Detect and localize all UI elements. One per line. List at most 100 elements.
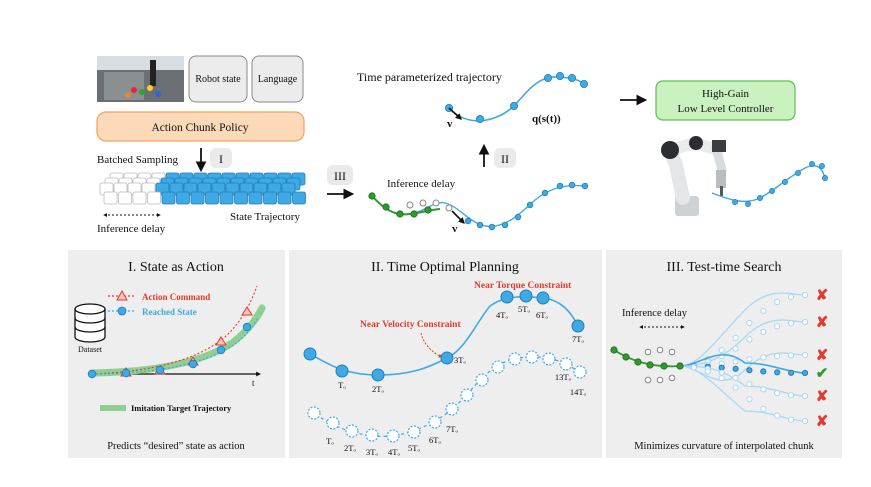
uniform-time-label: 7Tₒ (446, 424, 458, 434)
executed-point (646, 361, 654, 369)
candidate-point (718, 375, 725, 382)
uniform-time-label: 6Tₒ (429, 435, 441, 445)
candidate-point (760, 405, 767, 412)
trajectory-point (526, 201, 534, 209)
panel-test-time-search: III. Test-time Search Inference delay ✘✘… (606, 250, 842, 458)
candidate-point (746, 356, 753, 363)
legend-reached-dot (117, 306, 127, 316)
trajectory-point (745, 201, 751, 207)
uniform-point (573, 365, 587, 379)
state-block (176, 191, 190, 205)
state-trajectory-label: State Trajectory (230, 211, 300, 223)
trajectory-point (501, 221, 509, 229)
candidate-point (718, 369, 725, 376)
uniform-time-label: 4Tₒ (388, 447, 400, 457)
panel3-inference-delay: Inference delay (622, 308, 688, 319)
candidate-point (801, 318, 809, 326)
trajectory-point (475, 115, 484, 124)
step-one-badge: I (210, 148, 232, 168)
optimal-points (303, 289, 585, 382)
optimal-point (303, 347, 317, 361)
uniform-point (491, 360, 505, 374)
svg-text:II: II (501, 152, 509, 166)
panel1-title: I. State as Action (128, 260, 224, 275)
legend-command-label: Action Command (142, 292, 210, 302)
stale-point (432, 199, 440, 207)
dataset-label: Dataset (78, 345, 103, 354)
executed-point (676, 362, 684, 370)
state-block (263, 191, 277, 205)
candidate-point (732, 345, 739, 352)
batched-sampling-label: Batched Sampling (97, 154, 178, 166)
state-block (248, 191, 263, 205)
stale-point (656, 346, 664, 354)
panel1-marks (87, 306, 253, 379)
optimal-time-label: 7Tₒ (572, 334, 584, 344)
executed-point (396, 210, 404, 218)
candidate-point (801, 369, 809, 377)
trajectory-point (568, 181, 576, 189)
optimal-point (335, 364, 349, 378)
cross-icon: ✘ (816, 288, 829, 304)
command-marker (241, 306, 253, 316)
candidate-point (774, 389, 781, 397)
uniform-time-label: 5Tₒ (408, 443, 420, 453)
inference-delay-label: Inference delay (97, 223, 166, 235)
candidate-point (732, 374, 739, 381)
trajectory-point (509, 102, 518, 111)
candidate-point (801, 291, 809, 299)
legend-target-label: Imitation Target Trajectory (131, 403, 232, 413)
robot-state-box: Robot state (188, 55, 248, 103)
stale-point (406, 201, 414, 209)
trajectory-point (488, 223, 496, 231)
panel-state-as-action: I. State as Action Dataset Action Comman… (68, 250, 285, 458)
candidate-point (788, 392, 795, 399)
state-block (132, 191, 147, 205)
candidate-point (760, 386, 767, 393)
panel2-title: II. Time Optimal Planning (371, 260, 519, 275)
candidate-point (746, 381, 753, 388)
uniform-time-label: 2Tₒ (344, 443, 356, 453)
stale-point (668, 348, 676, 356)
candidate-point (774, 298, 781, 306)
candidate-point (801, 392, 809, 400)
time-param-points (444, 72, 589, 124)
controller-line2: Low Level Controller (678, 103, 774, 115)
trajectory-point (769, 188, 775, 194)
candidate-point (801, 351, 809, 359)
reached-marker (216, 345, 226, 355)
trajectory-point (581, 182, 589, 190)
trajectory-point (782, 179, 788, 185)
cross-icon: ✘ (816, 389, 829, 405)
language-box: Language (251, 55, 304, 103)
cross-icon: ✘ (816, 348, 829, 364)
svg-text:I: I (219, 152, 223, 166)
dataset-icon (74, 303, 106, 343)
stale-point (656, 376, 664, 384)
trajectory-point (541, 189, 549, 197)
svg-text:III: III (334, 169, 346, 183)
torque-constraint-label: Near Torque Constraint (474, 281, 572, 291)
candidate-point (774, 353, 781, 360)
optimal-point (500, 290, 514, 304)
executed-point (382, 203, 390, 211)
optimal-point (571, 319, 585, 333)
candidate-trajectories (610, 291, 809, 425)
optimal-time-label: 3Tₒ (454, 355, 466, 365)
state-block (190, 191, 205, 205)
robot-arm-illustration (661, 136, 727, 216)
panel1-axis-t: t (252, 378, 255, 388)
candidate-point (732, 384, 739, 391)
panel1-caption: Predicts “desired” state as action (107, 441, 245, 452)
legend-command-triangle (116, 289, 128, 301)
candidate-point (774, 412, 781, 419)
language-label: Language (258, 74, 298, 85)
uniform-point (307, 406, 321, 420)
candidate-point (732, 334, 739, 342)
stale-point (644, 376, 652, 384)
candidate-point (788, 352, 795, 359)
uniform-point (460, 388, 474, 402)
policy-box: Action Chunk Policy (96, 111, 305, 142)
candidate-point (690, 364, 698, 371)
